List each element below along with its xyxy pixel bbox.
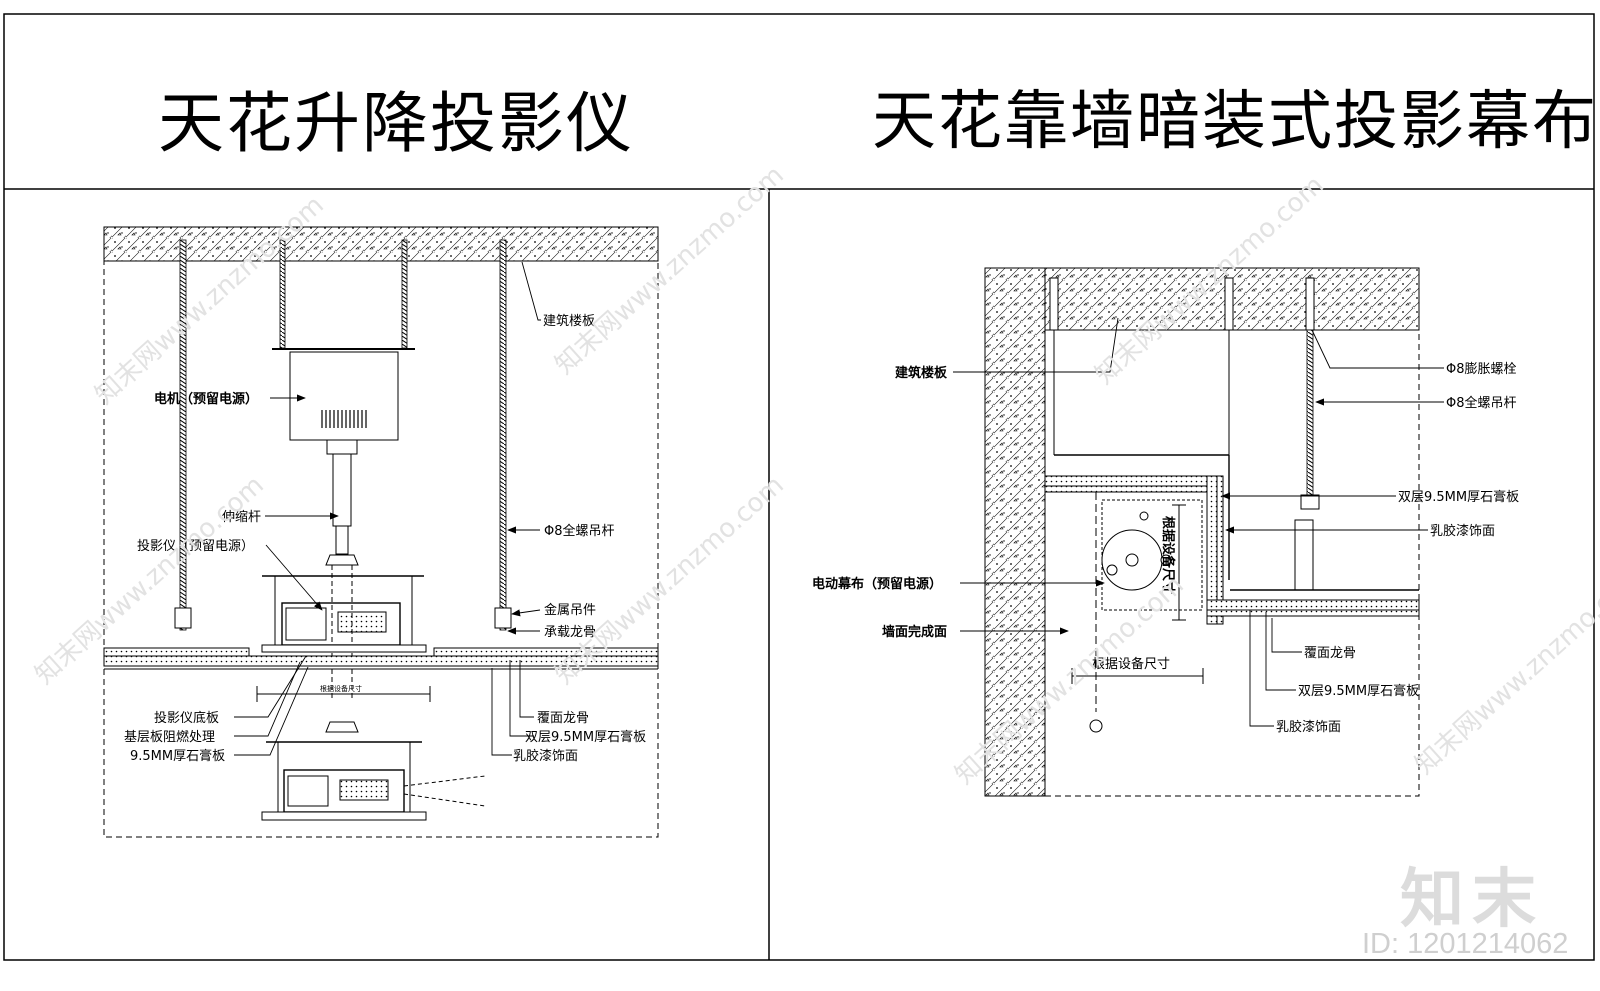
right-leaders	[953, 317, 1444, 727]
right-label-dim-vertical: 根据设备尺寸	[1160, 516, 1176, 594]
right-label-latex-paint: 乳胶漆饰面	[1276, 719, 1341, 735]
left-label-base-plate: 投影仪底板	[154, 710, 219, 726]
left-label-cover-keel: 覆面龙骨	[537, 711, 589, 726]
projector-assembly	[261, 565, 427, 700]
watermark-id: ID: 1201214062	[1362, 928, 1569, 960]
right-dimension-horizontal	[1071, 668, 1204, 684]
right-wall	[984, 267, 1046, 797]
lowered-projector	[261, 721, 486, 821]
right-label-wall-finish: 墙面完成面	[882, 624, 947, 640]
screen-box	[1044, 454, 1420, 733]
sheet-frame	[3, 13, 1595, 961]
right-label-latex-paint-top: 乳胶漆饰面	[1430, 523, 1495, 539]
left-ceiling	[103, 647, 659, 670]
left-label-motor: 电机（预留电源）	[154, 391, 258, 407]
left-side-rods	[174, 239, 512, 631]
left-label-telescopic-rod: 伸缩杆	[222, 509, 261, 525]
telescopic-rod	[325, 439, 359, 566]
right-rods	[1049, 277, 1320, 510]
right-detail-title: 天花靠墙暗装式投影幕布	[872, 85, 1598, 159]
left-detail: 根据设备尺寸	[103, 226, 659, 838]
left-label-floor-slab: 建筑楼板	[543, 313, 595, 329]
watermark-logo: 知末	[1400, 863, 1544, 937]
right-label-dim-horizontal: 根据设备尺寸	[1092, 656, 1170, 672]
left-label-gypsum-single: 9.5MM厚石膏板	[130, 748, 225, 764]
left-label-gypsum-double: 双层9.5MM厚石膏板	[525, 729, 646, 745]
left-label-projector: 投影仪（预留电源）	[137, 538, 254, 554]
left-label-latex-paint: 乳胶漆饰面	[513, 748, 578, 764]
right-label-expansion-bolt: Φ8膨胀螺栓	[1446, 362, 1517, 377]
right-label-full-thread-rod: Φ8全螺吊杆	[1446, 395, 1517, 411]
right-label-screen: 电动幕布（预留电源）	[812, 576, 942, 592]
left-label-metal-hanger: 金属吊件	[544, 602, 596, 618]
right-label-cover-keel: 覆面龙骨	[1304, 646, 1356, 661]
left-floor-slab	[103, 226, 659, 262]
motor-rods	[272, 239, 415, 350]
motor-box	[289, 351, 399, 441]
left-dimension-label: 根据设备尺寸	[320, 684, 362, 693]
left-label-fireproof: 基层板阻燃处理	[124, 729, 215, 745]
left-leaders	[234, 261, 541, 756]
right-label-gypsum-double: 双层9.5MM厚石膏板	[1298, 683, 1419, 699]
right-detail: 建筑楼板 Φ8膨胀螺栓 Φ8全螺吊杆 双层9.5MM厚石膏板 乳胶漆饰面 电动幕…	[812, 267, 1519, 797]
right-label-floor-slab: 建筑楼板	[895, 365, 948, 381]
left-label-main-keel: 承载龙骨	[544, 625, 596, 640]
left-detail-title: 天花升降投影仪	[158, 85, 634, 162]
right-label-gypsum-double-top: 双层9.5MM厚石膏板	[1398, 489, 1519, 505]
left-label-full-thread-rod: Φ8全螺吊杆	[544, 523, 615, 539]
